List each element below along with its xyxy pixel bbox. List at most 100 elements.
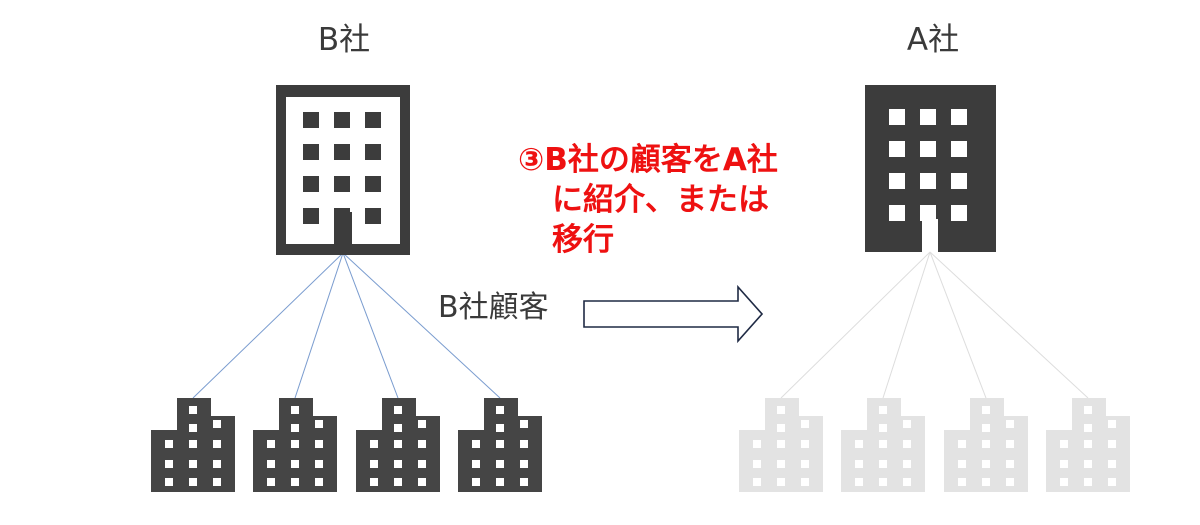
customer-window xyxy=(1084,424,1092,432)
connector-line-a-2 xyxy=(882,251,931,399)
customer-window xyxy=(958,478,966,486)
customer-window xyxy=(418,420,426,428)
customer-window xyxy=(315,478,323,486)
customer-window xyxy=(291,406,299,414)
window-1-1 xyxy=(303,112,319,128)
customer-building-icon-b2 xyxy=(253,398,337,492)
customer-window xyxy=(879,460,887,468)
company-a-label: A社 xyxy=(906,22,960,58)
customer-window xyxy=(315,460,323,468)
customer-window xyxy=(879,440,887,448)
customer-window xyxy=(753,460,761,468)
window-2-2 xyxy=(920,141,936,157)
window-1-2 xyxy=(920,109,936,125)
customer-window xyxy=(520,460,528,468)
customer-window xyxy=(213,440,221,448)
customer-window xyxy=(394,406,402,414)
note-line-1: ③B社の顧客をA社 xyxy=(518,140,828,180)
window-2-3 xyxy=(365,144,381,160)
customer-window xyxy=(165,478,173,486)
customer-window xyxy=(394,478,402,486)
customer-window xyxy=(418,478,426,486)
customer-window xyxy=(213,460,221,468)
company-b-windows xyxy=(303,112,381,224)
customer-window xyxy=(496,440,504,448)
customer-window xyxy=(1006,460,1014,468)
customer-window xyxy=(777,478,785,486)
customer-window xyxy=(855,440,863,448)
customer-window xyxy=(189,440,197,448)
connector-line-a-3 xyxy=(929,251,987,399)
window-4-3 xyxy=(951,205,967,221)
window-2-1 xyxy=(303,144,319,160)
customer-window xyxy=(520,420,528,428)
customer-window xyxy=(496,424,504,432)
customer-window xyxy=(189,478,197,486)
customer-window xyxy=(753,440,761,448)
customer-building-icon-a4 xyxy=(1046,398,1130,492)
customer-window xyxy=(777,424,785,432)
customer-building-icon-a2 xyxy=(841,398,925,492)
window-3-2 xyxy=(920,173,936,189)
customer-window xyxy=(267,440,275,448)
company-a-building-icon xyxy=(865,85,996,252)
customer-window xyxy=(1060,440,1068,448)
customer-window xyxy=(777,406,785,414)
window-3-3 xyxy=(365,176,381,192)
customers-b-group xyxy=(151,398,542,492)
window-4-1 xyxy=(303,208,319,224)
customer-window xyxy=(1084,478,1092,486)
customer-window xyxy=(267,478,275,486)
note-line-2: に紹介、または xyxy=(552,182,769,218)
customer-window xyxy=(982,478,990,486)
customer-window xyxy=(496,460,504,468)
window-1-1 xyxy=(889,109,905,125)
customer-window xyxy=(982,406,990,414)
customer-window xyxy=(291,460,299,468)
connector-line-b-3 xyxy=(342,252,399,399)
connector-lines-a xyxy=(780,251,1089,399)
customer-building-icon-b4 xyxy=(458,398,542,492)
customer-window xyxy=(267,460,275,468)
connector-lines-b xyxy=(192,252,501,399)
customer-window xyxy=(1006,420,1014,428)
customer-window xyxy=(1108,440,1116,448)
transfer-note: ③B社の顧客をA社 に紹介、または 移行 xyxy=(518,140,828,260)
customer-building-icon-b1 xyxy=(151,398,235,492)
customer-window xyxy=(1108,460,1116,468)
customer-window xyxy=(418,440,426,448)
customer-window xyxy=(394,460,402,468)
customer-window xyxy=(213,478,221,486)
customer-window xyxy=(982,460,990,468)
connector-line-b-1 xyxy=(192,252,344,399)
note-step-number: ③ xyxy=(518,142,545,178)
window-1-3 xyxy=(951,109,967,125)
connector-line-b-4 xyxy=(342,252,501,399)
customer-building-icon-a3 xyxy=(944,398,1028,492)
customer-window xyxy=(777,460,785,468)
customer-window xyxy=(418,460,426,468)
window-1-2 xyxy=(334,112,350,128)
window-3-1 xyxy=(303,176,319,192)
customer-window xyxy=(472,460,480,468)
note-line-3: 移行 xyxy=(552,222,614,258)
customer-window xyxy=(315,440,323,448)
connector-line-a-1 xyxy=(780,251,931,399)
customer-window xyxy=(903,440,911,448)
customer-window xyxy=(801,460,809,468)
customer-window xyxy=(165,440,173,448)
company-a-windows xyxy=(889,109,967,221)
customer-window xyxy=(1084,406,1092,414)
customer-window xyxy=(315,420,323,428)
window-4-1 xyxy=(889,205,905,221)
window-4-3 xyxy=(365,208,381,224)
customer-window xyxy=(879,406,887,414)
company-b-building-shape xyxy=(276,85,410,255)
customer-window xyxy=(982,440,990,448)
customer-window xyxy=(1108,478,1116,486)
window-2-3 xyxy=(951,141,967,157)
customer-window xyxy=(472,440,480,448)
window-4-2 xyxy=(920,205,936,221)
customer-window xyxy=(520,440,528,448)
